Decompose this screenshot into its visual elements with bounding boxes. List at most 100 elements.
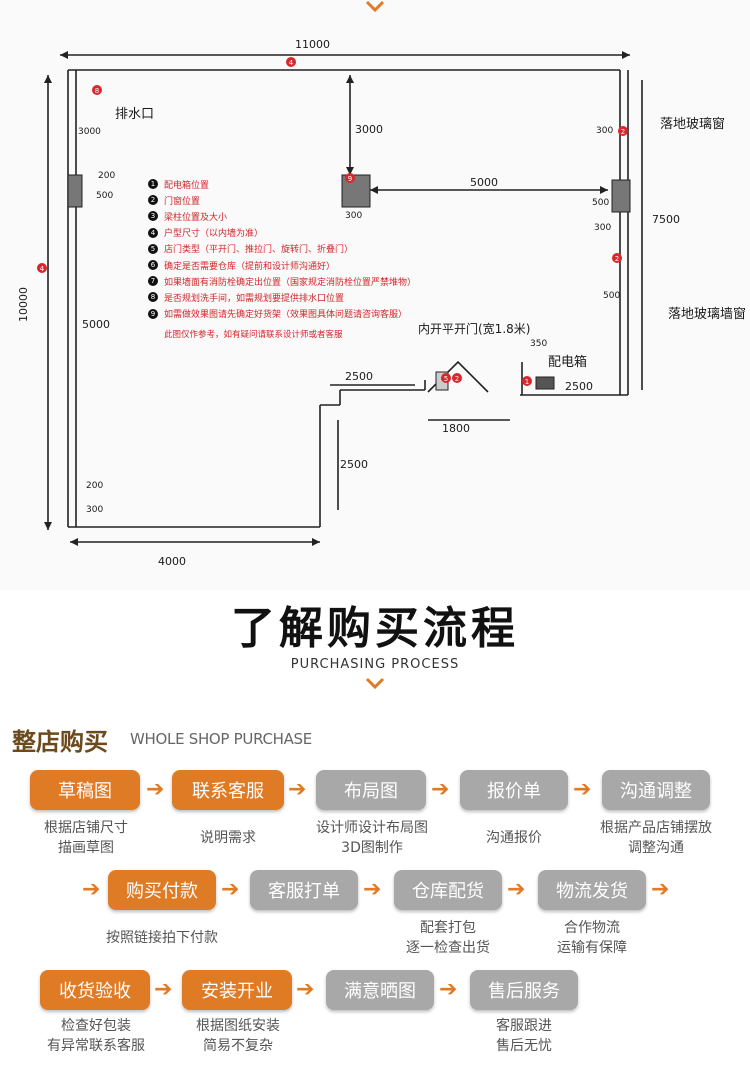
step-desc-line: 说明需求	[200, 830, 256, 846]
step-desc-line: 逐一检查出货	[406, 940, 490, 956]
pin-label: 1	[525, 378, 529, 386]
legend-num: 8	[148, 292, 158, 303]
arrow-right-icon: ➔	[651, 877, 670, 902]
dim-door-350: 350	[530, 339, 547, 349]
dim-left-5000: 5000	[82, 318, 110, 331]
legend-text: 确定是否需要仓库（提前和设计师沟通好）	[164, 261, 336, 272]
chevron-down-icon	[365, 0, 385, 13]
step-after-sales: 售后服务	[470, 970, 578, 1010]
pin-label: 4	[289, 59, 294, 67]
dim-right-300: 300	[596, 126, 613, 136]
step-draft: 草稿图	[30, 770, 140, 810]
step-desc-line: 客服跟进	[496, 1018, 552, 1034]
legend-text: 如需做效果图请先确定好货架（效果图具体问题请咨询客服）	[164, 310, 408, 321]
step-receive: 收货验收	[40, 970, 150, 1010]
dim-notch-2500-h: 2500	[345, 370, 373, 383]
legend-text: 店门类型（平开门、推拉门、旋转门、折叠门）	[164, 245, 354, 256]
step-desc-line: 配套打包	[420, 920, 476, 936]
arrow-right-icon: ➔	[363, 877, 382, 902]
arrow-right-icon: ➔	[221, 877, 240, 902]
arrow-right-icon: ➔	[146, 777, 165, 802]
arrow-right-icon: ➔	[82, 877, 101, 902]
step-desc-line: 3D图制作	[341, 840, 403, 856]
step-desc-line: 检查好包装	[61, 1018, 131, 1034]
legend-text: 门窗位置	[164, 196, 201, 207]
arrow-right-icon: ➔	[573, 777, 592, 802]
legend-text: 配电箱位置	[164, 180, 210, 191]
step-desc: 检查好包装 有异常联系客服	[26, 1016, 166, 1056]
dim-right-300b: 300	[594, 223, 611, 233]
pin-label: 2	[621, 128, 625, 136]
arrow-right-icon: ➔	[439, 977, 458, 1002]
arrow-right-icon: ➔	[296, 977, 315, 1002]
dim-left-200: 200	[98, 171, 115, 181]
legend-row: 9 如需做效果图请先确定好货架（效果图具体问题请咨询客服）	[148, 306, 416, 322]
step-desc-line: 根据店铺尺寸	[44, 820, 128, 836]
dim-bottom-300: 300	[86, 505, 103, 515]
step-install: 安装开业	[182, 970, 292, 1010]
legend-text: 如果墙面有消防栓确定出位置（国家规定消防栓位置严禁堆物）	[164, 277, 417, 288]
step-desc-line: 描画草图	[58, 840, 114, 856]
floor-plan-sketch: 11000 10000 7500 4000 3000 5000 2500 250…	[17, 38, 747, 568]
legend-num: 5	[148, 243, 158, 254]
dim-bottom-width: 4000	[158, 555, 186, 568]
dim-left-3000: 3000	[78, 127, 101, 137]
shop-title: 整店购买	[12, 728, 108, 756]
red-pins: 8 4 9 2 4 2 5 2 1	[37, 57, 628, 386]
arrow-right-icon: ➔	[507, 877, 526, 902]
pin-label: 2	[455, 375, 459, 383]
pin-label: 4	[40, 265, 45, 273]
legend-row: 6 确定是否需要仓库（提前和设计师沟通好）	[148, 257, 416, 273]
legend-row: 7 如果墙面有消防栓确定出位置（国家规定消防栓位置严禁堆物）	[148, 273, 416, 289]
legend-row: 1 配电箱位置	[148, 176, 416, 192]
column-hatch	[67, 174, 631, 391]
pin-label: 9	[348, 175, 352, 183]
step-adjust: 沟通调整	[602, 770, 710, 810]
arrow-right-icon: ➔	[154, 977, 173, 1002]
legend-num: 6	[148, 260, 158, 271]
step-share-photos: 满意晒图	[326, 970, 434, 1010]
step-desc-line: 运输有保障	[557, 940, 627, 956]
step-desc: 配套打包 逐一检查出货	[378, 918, 518, 958]
step-desc-line: 按照链接拍下付款	[106, 930, 218, 946]
floor-plan-drawing: 11000 10000 7500 4000 3000 5000 2500 250…	[17, 38, 746, 568]
step-desc-line: 根据产品店铺摆放	[600, 820, 712, 836]
dim-right-500b: 500	[603, 291, 620, 301]
step-desc-line: 调整沟通	[628, 840, 684, 856]
legend-num: 9	[148, 308, 158, 319]
shop-subtitle: WHOLE SHOP PURCHASE	[130, 730, 312, 748]
step-desc-line: 沟通报价	[486, 830, 542, 846]
step-desc-line: 根据图纸安装	[196, 1018, 280, 1034]
step-desc: 沟通报价	[444, 828, 584, 848]
arrow-right-icon: ➔	[288, 777, 307, 802]
step-desc-line: 售后无忧	[496, 1038, 552, 1054]
legend-num: 1	[148, 179, 158, 190]
handwriting-drain: 排水口	[115, 107, 154, 122]
dim-notch-2500-v: 2500	[340, 458, 368, 471]
step-desc: 根据产品店铺摆放 调整沟通	[586, 818, 726, 858]
legend-row: 5 店门类型（平开门、推拉门、旋转门、折叠门）	[148, 241, 416, 257]
handwriting-window-bottom: 落地玻璃墙窗	[668, 306, 746, 322]
step-shipping: 物流发货	[538, 870, 646, 910]
step-desc-line: 合作物流	[564, 920, 620, 936]
dim-door-1800: 1800	[442, 422, 470, 435]
step-desc: 说明需求	[158, 828, 298, 848]
dim-top-width: 11000	[295, 38, 330, 51]
step-desc: 客服跟进 售后无忧	[454, 1016, 594, 1056]
dim-span-5000: 5000	[470, 176, 498, 189]
handwriting-window-top: 落地玻璃窗	[660, 116, 725, 132]
legend-num: 7	[148, 276, 158, 287]
legend-text: 户型尺寸（以内墙为准）	[164, 229, 264, 240]
handwriting-elec-box: 配电箱	[548, 354, 587, 370]
dim-col-300: 300	[345, 211, 362, 221]
step-layout: 布局图	[316, 770, 426, 810]
step-desc-line: 有异常联系客服	[47, 1038, 145, 1054]
dim-inset-3000: 3000	[355, 123, 383, 136]
legend-num: 3	[148, 211, 158, 222]
pin-label: 2	[615, 255, 619, 263]
